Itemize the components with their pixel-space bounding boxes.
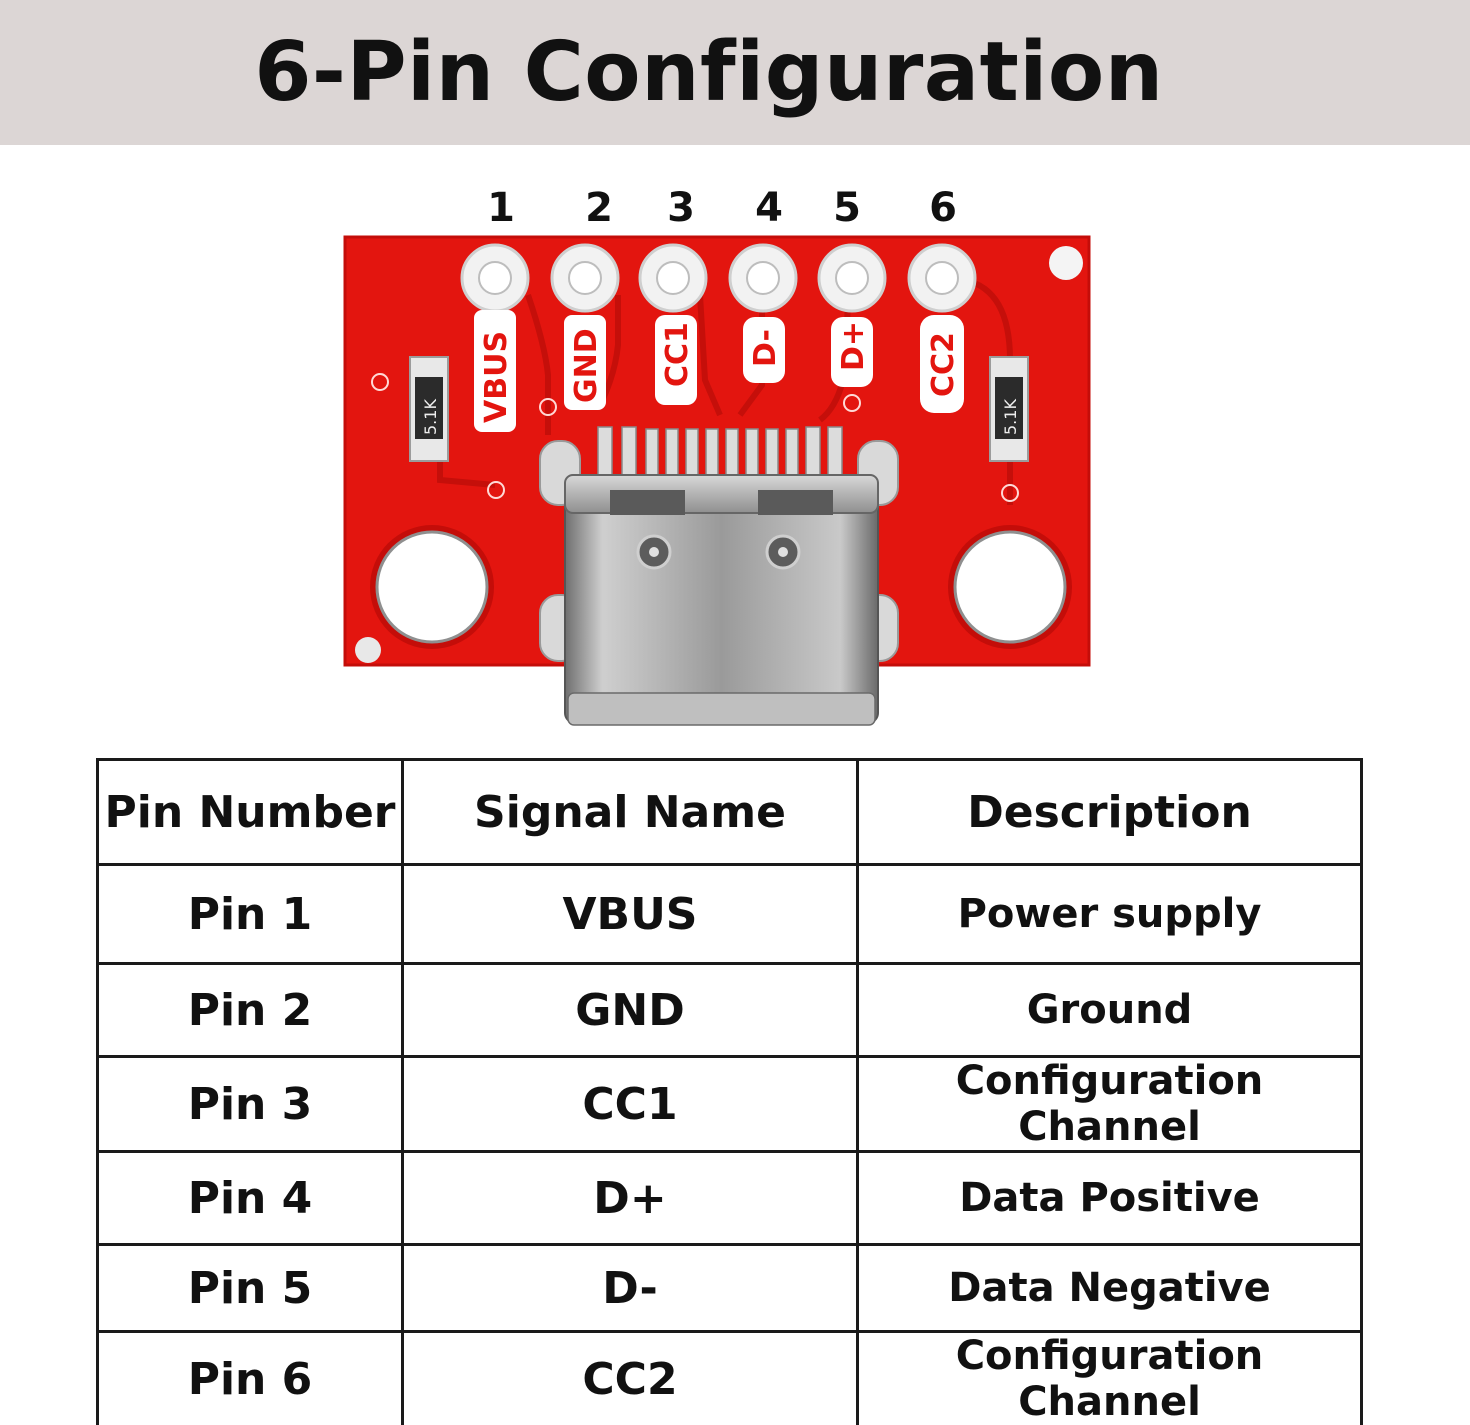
resistor-label-right: 5.1K xyxy=(1001,399,1020,435)
table-header-row: Pin Number Signal Name Description xyxy=(98,760,1362,865)
cell-description: Data Positive xyxy=(858,1152,1362,1245)
cell-signal: CC2 xyxy=(403,1332,858,1425)
table-row: Pin 1 VBUS Power supply xyxy=(98,865,1362,964)
resistor-label-left: 5.1K xyxy=(421,399,440,435)
cell-pin: Pin 4 xyxy=(98,1152,403,1245)
cell-pin: Pin 6 xyxy=(98,1332,403,1425)
fiducial xyxy=(355,637,381,663)
usb-c-breakout-board-diagram: 1 2 3 4 5 6 xyxy=(0,145,1470,745)
cell-pin: Pin 2 xyxy=(98,964,403,1057)
cell-pin: Pin 3 xyxy=(98,1057,403,1152)
cell-signal: CC1 xyxy=(403,1057,858,1152)
resistor-right: 5.1K xyxy=(990,357,1028,461)
header-pin-number: Pin Number xyxy=(98,760,403,865)
cell-description: Data Negative xyxy=(858,1245,1362,1332)
cell-pin: Pin 1 xyxy=(98,865,403,964)
cell-description: Configuration Channel xyxy=(858,1057,1362,1152)
fiducial xyxy=(1049,246,1083,280)
pad-label-cc1: CC1 xyxy=(660,322,695,387)
page-title: 6-Pin Configuration xyxy=(254,25,1163,120)
usb-c-connector xyxy=(565,475,878,725)
cell-signal: VBUS xyxy=(403,865,858,964)
cell-description: Power supply xyxy=(858,865,1362,964)
cell-pin: Pin 5 xyxy=(98,1245,403,1332)
pad-label-d-minus: D- xyxy=(748,329,783,367)
pad-label-vbus: VBUS xyxy=(479,331,514,423)
title-banner: 6-Pin Configuration xyxy=(0,0,1470,145)
pad-label-d-plus: D+ xyxy=(836,321,871,371)
cell-signal: D+ xyxy=(403,1152,858,1245)
pad-label-cc2: CC2 xyxy=(926,332,961,397)
resistor-left: 5.1K xyxy=(410,357,448,461)
pad-label-gnd: GND xyxy=(569,328,604,403)
cell-description: Configuration Channel xyxy=(858,1332,1362,1425)
header-description: Description xyxy=(858,760,1362,865)
header-signal-name: Signal Name xyxy=(403,760,858,865)
cell-description: Ground xyxy=(858,964,1362,1057)
table-row: Pin 5 D- Data Negative xyxy=(98,1245,1362,1332)
table-row: Pin 6 CC2 Configuration Channel xyxy=(98,1332,1362,1425)
pin-configuration-table: Pin Number Signal Name Description Pin 1… xyxy=(96,758,1363,1425)
board-graphic: VBUS GND CC1 D- D+ CC2 5.1K 5.1K xyxy=(0,145,1470,745)
cell-signal: GND xyxy=(403,964,858,1057)
cell-signal: D- xyxy=(403,1245,858,1332)
table-row: Pin 3 CC1 Configuration Channel xyxy=(98,1057,1362,1152)
table-row: Pin 4 D+ Data Positive xyxy=(98,1152,1362,1245)
table-row: Pin 2 GND Ground xyxy=(98,964,1362,1057)
